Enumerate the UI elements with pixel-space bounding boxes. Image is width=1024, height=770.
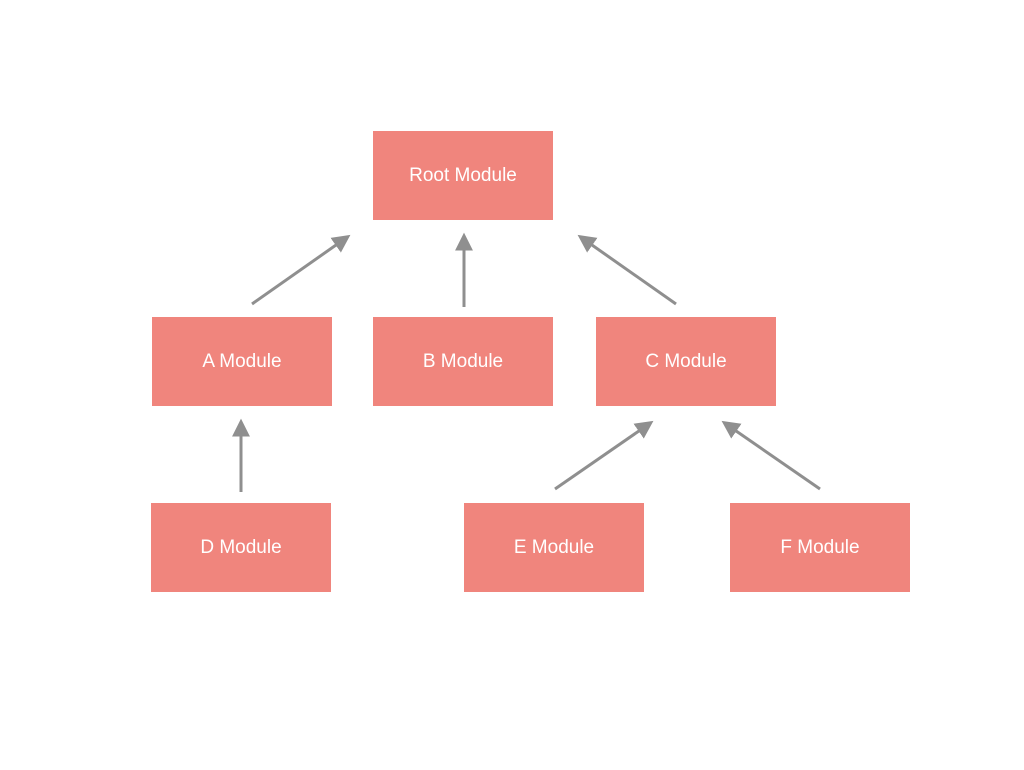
a-module-node: A Module	[152, 317, 332, 406]
c-module-label: C Module	[645, 350, 727, 372]
c-module-node: C Module	[596, 317, 776, 406]
b-module-label: B Module	[422, 350, 504, 372]
e-module-node: E Module	[464, 503, 644, 592]
e-module-label: E Module	[513, 536, 595, 558]
f-module-node: F Module	[730, 503, 910, 592]
b-module-node: B Module	[373, 317, 553, 406]
f-module-label: F Module	[780, 536, 860, 558]
root-module-node: Root Module	[373, 131, 553, 220]
arrow-e-to-c	[554, 420, 654, 491]
d-module-label: D Module	[200, 536, 282, 558]
root-module-label: Root Module	[409, 164, 517, 186]
arrow-f-to-c	[721, 420, 821, 491]
d-module-node: D Module	[151, 503, 331, 592]
arrow-c-to-root	[577, 234, 677, 306]
arrow-a-to-root	[251, 234, 351, 306]
a-module-label: A Module	[202, 350, 282, 372]
